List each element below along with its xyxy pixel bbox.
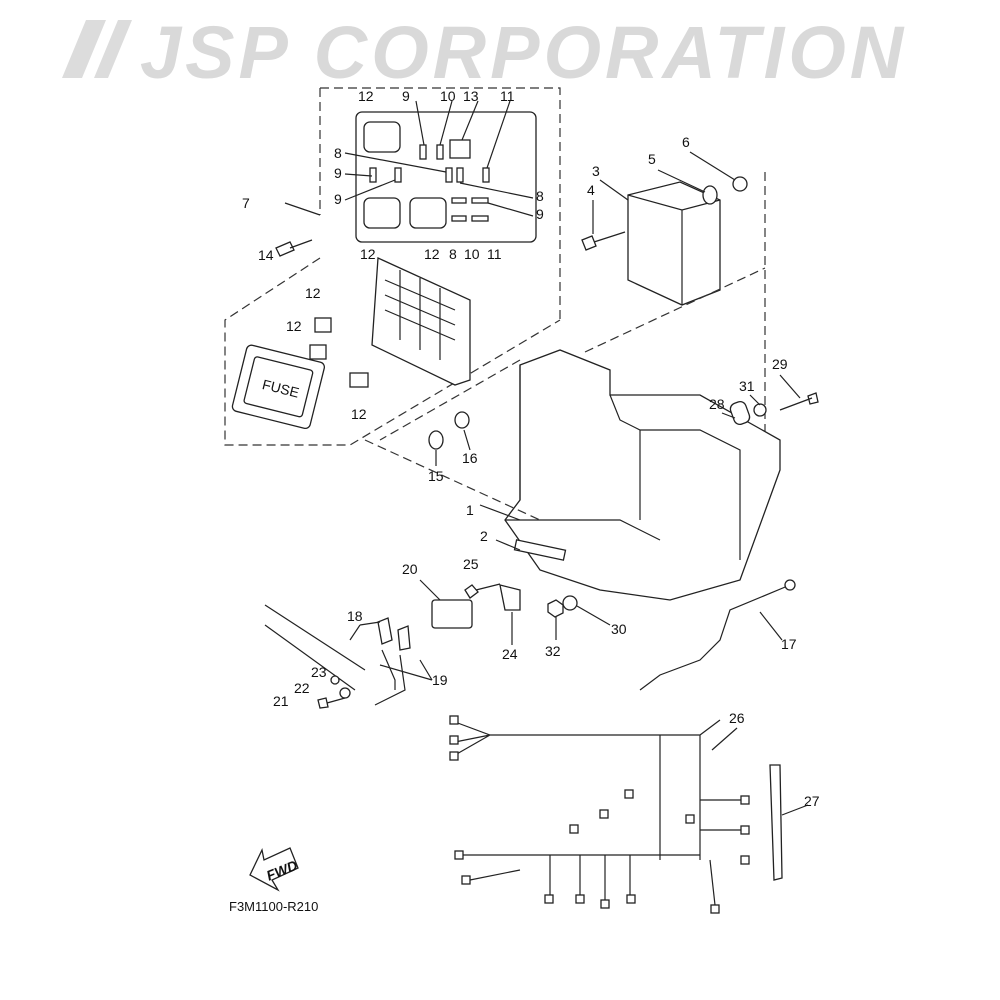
ecu-module-3 [627,181,721,306]
washer-23 [330,675,340,685]
callout-8: 8 [536,188,544,204]
callout-9: 9 [402,88,410,104]
callout-20: 20 [402,561,418,577]
fuse-cover: FUSE [231,344,326,430]
callout-12: 12 [351,406,367,422]
watermark-logo-icon [62,20,132,78]
callout-26: 26 [729,710,745,726]
callout-15: 15 [428,468,444,484]
bolt-29 [779,392,819,411]
relay-12 [349,372,369,388]
callout-32: 32 [545,643,561,659]
callout-24: 24 [502,646,518,662]
fuse-13 [449,139,471,159]
grommet-5 [702,185,718,205]
callout-12: 12 [360,246,376,262]
relay-12 [409,197,447,229]
callout-9: 9 [536,206,544,222]
washer-31 [753,403,767,417]
callout-30: 30 [611,621,627,637]
callout-19: 19 [432,672,448,688]
callout-labels: 12 9 10 13 11 8 9 9 8 9 12 12 8 10 11 7 … [242,88,820,809]
callout-28: 28 [709,396,725,412]
fuse-box-body [371,257,471,386]
relay-12 [363,197,401,229]
callout-10: 10 [440,88,456,104]
bracket-24 [499,584,521,611]
electrical-box-tray-1 [504,349,781,601]
damper-28 [729,400,751,426]
callout-25: 25 [463,556,479,572]
callout-17: 17 [781,636,797,652]
callout-10: 10 [464,246,480,262]
callout-18: 18 [347,608,363,624]
watermark-text: JSP CORPORATION [140,11,907,94]
callout-4: 4 [587,182,595,198]
cable-tie-27 [769,764,783,881]
nut-32 [547,599,564,618]
callout-6: 6 [682,134,690,150]
battery-cables-18 [264,604,366,691]
collar-6 [732,176,748,192]
battery-cable-19 [374,649,406,706]
callout-2: 2 [480,528,488,544]
collar-16 [454,411,470,429]
wire-harness-26 [449,715,750,914]
callout-27: 27 [804,793,820,809]
callout-3: 3 [592,163,600,179]
callout-14: 14 [258,247,274,263]
bolt-14 [275,239,313,257]
callout-23: 23 [311,664,327,680]
callout-29: 29 [772,356,788,372]
relay-12 [309,344,327,360]
relay-12 [363,121,401,153]
fuse-box-assembly-outline [224,257,561,446]
callout-8: 8 [334,145,342,161]
callout-31: 31 [739,378,755,394]
callout-5: 5 [648,151,656,167]
fuse-slots [369,144,490,222]
watermark: JSP CORPORATION [62,11,907,94]
callout-8: 8 [449,246,457,262]
washer-22 [339,687,351,699]
sensor-cable-17 [639,584,791,691]
bolt-21 [317,697,346,709]
grommet-15 [428,430,444,450]
callout-9: 9 [334,165,342,181]
diagram-code: F3M1100-R210 [229,899,318,914]
bolt-4 [581,231,626,251]
plate-2 [513,539,567,561]
relay-12 [314,317,332,333]
callout-12: 12 [358,88,374,104]
callout-11: 11 [487,246,502,262]
callout-16: 16 [462,450,478,466]
bolt-25 [464,583,501,599]
washer-30 [562,595,578,611]
callout-13: 13 [463,88,479,104]
callout-1: 1 [466,502,474,518]
callout-12: 12 [424,246,440,262]
cable-terminal-covers [377,617,411,651]
fuse-box-group-outline [319,87,561,320]
callout-12: 12 [305,285,321,301]
fwd-arrow-icon: FWD [249,847,300,892]
callout-9: 9 [334,191,342,207]
relay-20 [431,599,473,629]
callout-7: 7 [242,195,250,211]
callout-21: 21 [273,693,289,709]
callout-12: 12 [286,318,302,334]
callout-22: 22 [294,680,310,696]
callout-11: 11 [500,88,515,104]
